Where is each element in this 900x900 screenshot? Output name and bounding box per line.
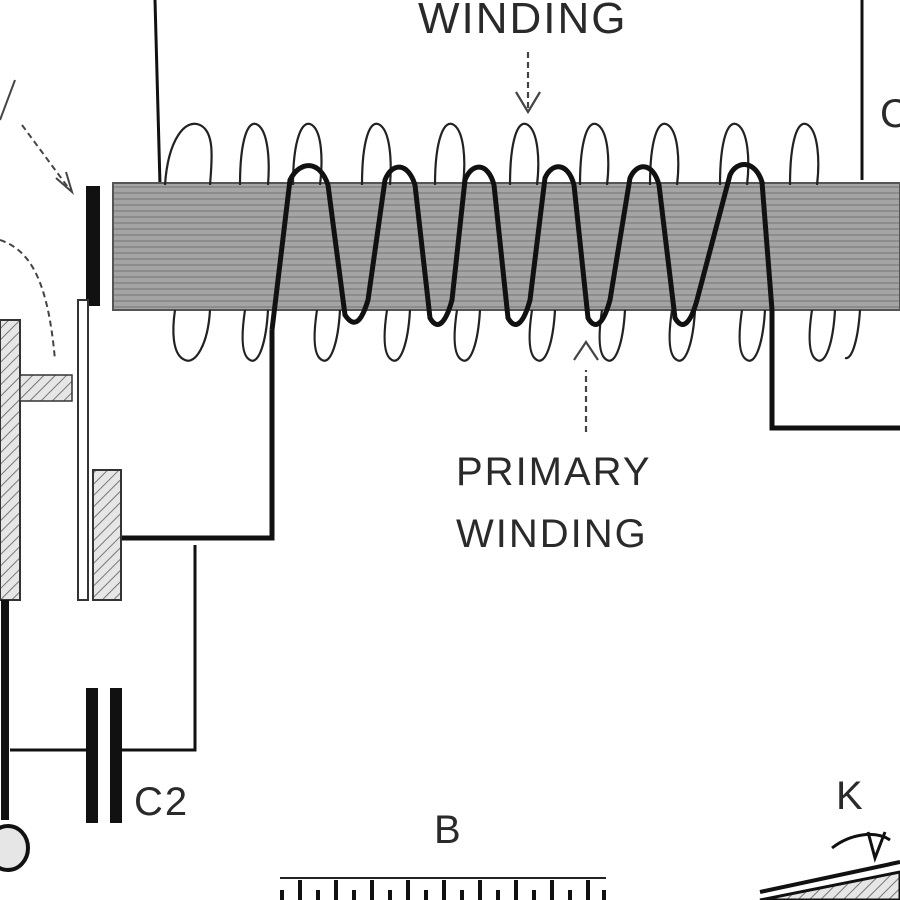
armature-plate [86,186,100,306]
battery-cells [280,880,606,900]
adjusting-screw [19,374,73,402]
screw-pillar [0,319,21,601]
capacitor-wire-right [120,545,197,752]
pointer-arrow-upper [0,79,74,196]
capacitor-label: C2 [134,780,190,824]
secondary-lead-left [153,0,162,186]
primary-lead-right [769,310,900,431]
capacitor-plate-left [86,688,98,823]
spring-strip [77,299,89,601]
primary-pointer-arrow [573,340,599,432]
primary-winding-coil [269,162,775,331]
primary-winding-label-line1: PRIMARY [456,450,652,494]
battery-label: B [434,808,463,852]
primary-lead-left [118,330,275,541]
capacitor-plate-right [110,688,122,823]
contact-block [92,469,122,601]
telegraph-key [759,831,900,900]
secondary-pointer-arrow [515,52,541,115]
curved-dashed-arrow [0,239,56,361]
edge-c-label: C [880,92,900,136]
key-label: K [836,774,865,818]
terminal-knob [0,824,30,872]
secondary-winding-label: WINDING [418,0,628,43]
primary-winding-label-line2: WINDING [456,512,648,556]
